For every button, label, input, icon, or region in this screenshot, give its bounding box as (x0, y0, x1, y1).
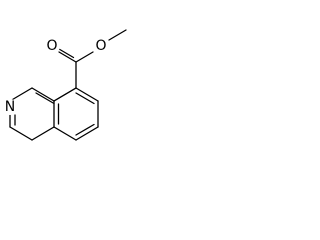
bond-c3-n2 (9, 87, 33, 102)
bond-c8a-c4a-left (31, 126, 55, 141)
bond-c5-c6 (75, 87, 99, 102)
bond-c3-c4-inner (35, 92, 55, 105)
bond-ester-o-methyl (108, 29, 127, 41)
atom-ester-oxygen: O (93, 38, 109, 54)
atom-label-ester-oxygen: O (95, 38, 106, 54)
bond-c7-c8-inner (75, 123, 95, 136)
bond-c5-c6-inner (75, 92, 95, 105)
bond-c7-c8 (75, 126, 99, 141)
bond-c4a-c5 (53, 87, 77, 102)
atom-carbonyl-oxygen: O (44, 38, 60, 54)
bond-carbonyl-doubleO (58, 51, 77, 63)
atom-label-carbonyl-oxygen: O (46, 38, 57, 54)
bond-c3-c4 (31, 87, 55, 102)
bond-carbonyl-ester-o (75, 51, 94, 63)
isoquinoline-ester-structure: O O N (2, 29, 127, 141)
bond-c1-c8a (9, 126, 33, 141)
atom-label-ring-nitrogen: N (5, 99, 15, 115)
atom-ring-nitrogen: N (2, 99, 18, 115)
bond-c8-c8a (53, 126, 77, 141)
bond-carbonyl-doubleO-inner (58, 48, 75, 59)
